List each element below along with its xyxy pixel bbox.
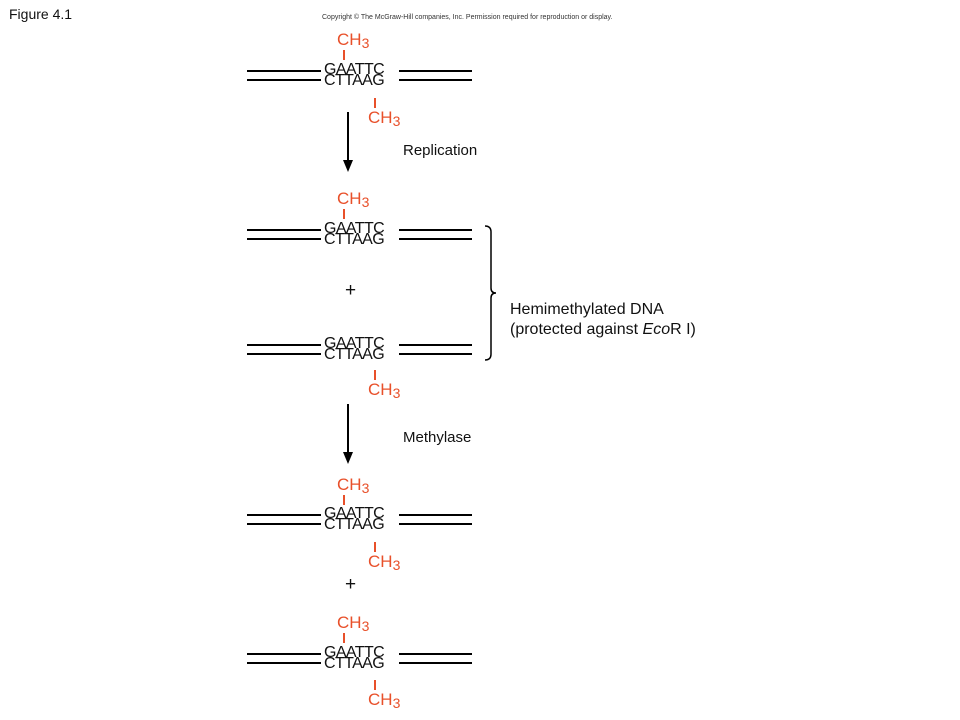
bottom-strand-sequence: CTTAAG	[324, 231, 385, 248]
top-strand-sequence: GAATTC	[324, 220, 385, 237]
dna-duplex-parent: GAATTC CTTAAG	[247, 61, 472, 89]
methyl-group: CH3	[337, 30, 369, 60]
methyl-group: CH3	[368, 680, 400, 711]
dna-duplex-daughter-1: GAATTC CTTAAG	[247, 220, 472, 248]
methyl-group: CH3	[368, 98, 400, 129]
copyright-notice: Copyright © The McGraw-Hill companies, I…	[322, 14, 613, 21]
top-strand-sequence: GAATTC	[324, 644, 385, 661]
top-strand-sequence: GAATTC	[324, 61, 385, 78]
hemimethylated-label: Hemimethylated DNA (protected against Ec…	[510, 301, 696, 338]
replication-label: Replication	[403, 142, 478, 159]
top-strand-sequence: GAATTC	[324, 335, 385, 352]
bottom-strand-sequence: CTTAAG	[324, 346, 385, 363]
methyl-group: CH3	[337, 189, 369, 219]
bottom-strand-sequence: CTTAAG	[324, 72, 385, 89]
dna-duplex-daughter-2: GAATTC CTTAAG	[247, 335, 472, 363]
methyl-group: CH3	[337, 475, 369, 505]
dna-duplex-product-1: GAATTC CTTAAG	[247, 505, 472, 533]
plus-sign: +	[345, 280, 357, 301]
hemimethylated-brace	[484, 225, 497, 361]
methyl-group: CH3	[337, 613, 369, 643]
methylase-label: Methylase	[403, 429, 472, 446]
plus-sign: +	[345, 574, 357, 595]
figure-label: Figure 4.1	[9, 6, 73, 22]
bottom-strand-sequence: CTTAAG	[324, 655, 385, 672]
dna-duplex-product-2: GAATTC CTTAAG	[247, 644, 472, 672]
bottom-strand-sequence: CTTAAG	[324, 516, 385, 533]
methyl-group: CH3	[368, 370, 400, 401]
top-strand-sequence: GAATTC	[324, 505, 385, 522]
methyl-group: CH3	[368, 542, 400, 573]
